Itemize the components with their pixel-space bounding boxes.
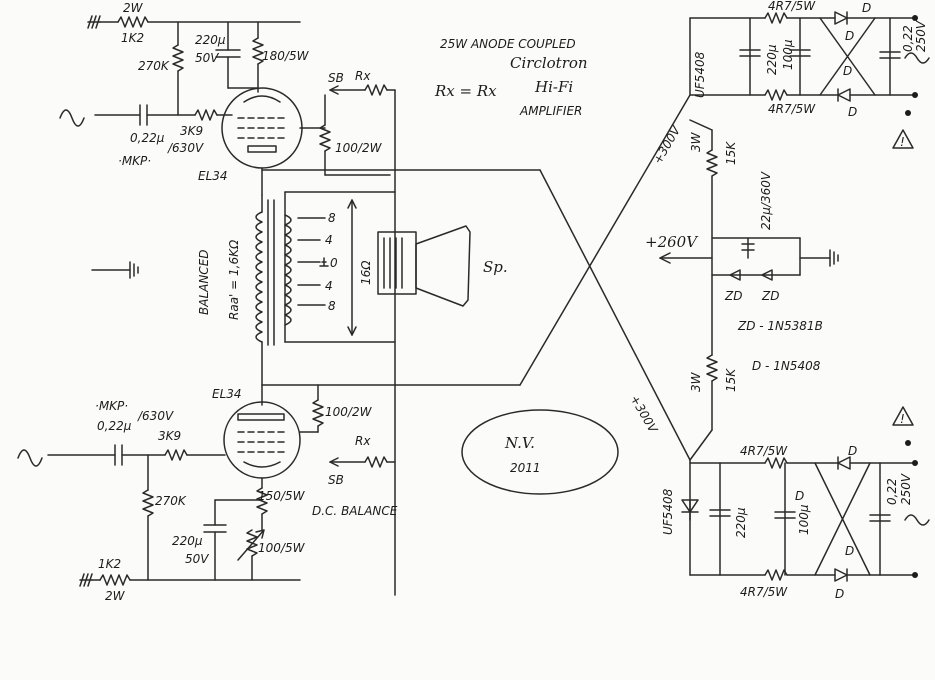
label-balanced: BALANCED — [197, 249, 211, 315]
label-d-top1: D — [862, 1, 871, 15]
label-c-250v-rt: 250V — [914, 20, 928, 52]
warning-top-mark: ! — [900, 135, 905, 149]
label-tap-4a: 4 — [325, 233, 333, 247]
label-c-220u-rt: 220µ — [765, 44, 779, 75]
label-tube-top: EL34 — [198, 169, 228, 183]
bottom-input-stage — [17, 444, 301, 587]
label-r-180-top: 180/5W — [262, 49, 310, 63]
label-r-4r7-tl: 4R7/5W — [768, 0, 816, 13]
label-c-22u-360: 22µ/360V — [759, 171, 773, 230]
label-r-3k9-top: 3K9 — [180, 124, 203, 138]
bottom-el34-tube — [223, 384, 396, 479]
label-r-100-bot: 100/2W — [325, 405, 373, 419]
label-rx-top: Rx — [355, 69, 371, 83]
title-line-4: AMPLIFIER — [519, 104, 582, 118]
label-tap-0: 0 — [330, 256, 338, 270]
signature-initials: N.V. — [504, 434, 535, 452]
label-d-bot2: D — [795, 489, 804, 503]
cross-coupling — [261, 94, 691, 461]
label-mkp-bot: ·MKP· — [95, 399, 128, 413]
title-line-2: Circlotron — [510, 54, 588, 72]
label-v300-bot: +300V — [627, 393, 660, 436]
label-mkp-top: ·MKP· — [118, 154, 151, 168]
label-r-1k2-bot: 1K2 — [98, 557, 121, 571]
bottom-power-supply — [681, 440, 930, 582]
signature-ellipse — [461, 409, 619, 495]
label-c-022-rt: 0,22 — [901, 25, 915, 52]
label-c-50v-bot: 50V — [185, 552, 209, 566]
label-c-250v-rb: 250V — [899, 473, 913, 505]
label-r-15k-top: 15K — [724, 141, 738, 165]
label-zd1: ZD — [724, 289, 742, 303]
regulator — [659, 119, 839, 461]
label-r-4r7-tr: 4R7/5W — [768, 102, 816, 116]
label-d-part: D - 1N5408 — [752, 359, 821, 373]
label-c-100u-rb: 100µ — [797, 504, 811, 535]
title-line-3: Hi-Fi — [534, 78, 573, 96]
label-r-3w-top: 3W — [689, 131, 703, 152]
label-zd2: ZD — [761, 289, 779, 303]
ground-symbols — [91, 261, 139, 279]
label-zd-part: ZD - 1N5381B — [737, 319, 823, 333]
speaker — [377, 225, 471, 307]
signature-year: 2011 — [510, 461, 541, 475]
label-c-220u-rb: 220µ — [734, 507, 748, 538]
label-r-100-5w-bot: 100/5W — [258, 541, 306, 555]
label-c-220u-top: 220µ — [195, 33, 226, 47]
top-rx-network — [319, 84, 396, 596]
label-tube-bot: EL34 — [212, 387, 242, 401]
label-dc-balance: D.C. BALANCE — [312, 504, 398, 518]
label-c-630v-top: /630V — [167, 141, 204, 155]
label-sb-top: SB — [328, 71, 344, 85]
label-d-top4: D — [848, 105, 857, 119]
label-ufs-bot: UF5408 — [661, 488, 675, 535]
label-tap-4b: 4 — [325, 279, 333, 293]
label-r-4r7-bl: 4R7/5W — [740, 444, 788, 458]
label-d-bot4: D — [835, 587, 844, 601]
label-r-3k9-bot: 3K9 — [158, 429, 181, 443]
label-tap-8b: 8 — [328, 299, 336, 313]
label-r-3w-bot: 3W — [689, 371, 703, 392]
top-power-supply — [689, 11, 930, 116]
label-raa: Raa' = 1,6KΩ — [227, 239, 241, 320]
label-c-022-rb: 0,22 — [885, 478, 899, 505]
output-transformer — [255, 191, 396, 386]
label-d-top3: D — [843, 64, 852, 78]
label-r-2w-top: 2W — [123, 1, 144, 15]
label-v300-top: +300V — [650, 123, 683, 166]
top-input-stage — [59, 15, 301, 127]
label-r-1k2-top: 1K2 — [121, 31, 144, 45]
warning-bot-mark: ! — [900, 412, 905, 426]
warning-triangles — [892, 129, 914, 426]
label-sb-bot: SB — [328, 473, 344, 487]
label-16-ohm: 16Ω — [359, 260, 373, 285]
label-c-220u-bot: 220µ — [172, 534, 203, 548]
top-el34-tube — [221, 87, 326, 196]
title-line-1: 25W ANODE COUPLED — [440, 37, 576, 51]
label-c-100u-rt: 100µ — [781, 39, 795, 70]
label-d-bot3: D — [845, 544, 854, 558]
label-ufs-top: UF5408 — [693, 51, 707, 98]
label-c-630v-bot: /630V — [137, 409, 174, 423]
label-c-50v-top: 50V — [195, 51, 219, 65]
label-speaker: Sp. — [483, 258, 508, 276]
label-r-270k-top: 270K — [138, 59, 170, 73]
label-r-270k-bot: 270K — [155, 494, 187, 508]
label-d-top2: D — [845, 29, 854, 43]
label-r-100-top: 100/2W — [335, 141, 383, 155]
label-tap-8a: 8 — [328, 211, 336, 225]
label-c-022-bot: 0,22µ — [97, 419, 132, 433]
title-equation: Rx = Rx — [434, 82, 497, 100]
label-v260: +260V — [645, 233, 699, 251]
label-c-022-top: 0,22µ — [130, 131, 165, 145]
label-r-2w-bot: 2W — [105, 589, 126, 603]
label-r-4r7-br: 4R7/5W — [740, 585, 788, 599]
label-r-15k-bot: 15K — [724, 368, 738, 392]
label-d-bot1: D — [848, 444, 857, 458]
label-rx-bot: Rx — [355, 434, 371, 448]
label-r-150-bot: 150/5W — [258, 489, 306, 503]
